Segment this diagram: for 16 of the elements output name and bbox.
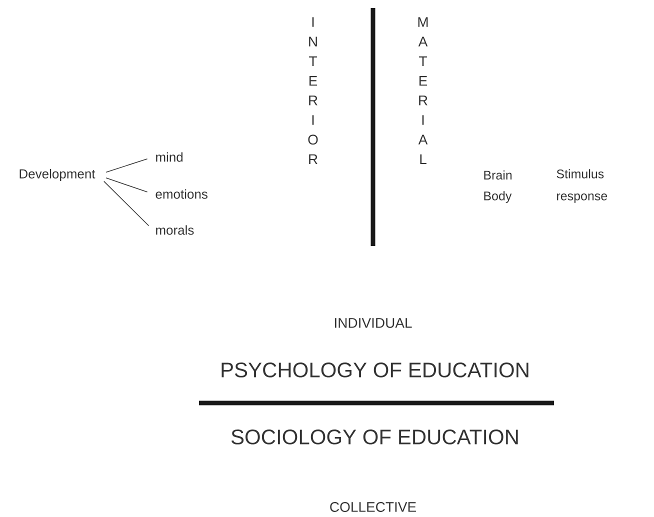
- side-label: Brain: [484, 170, 512, 180]
- branch-label: mind: [156, 152, 183, 162]
- vertical-label: INTERIOR: [308, 17, 318, 164]
- connector-line: [104, 180, 150, 226]
- axis-label: INDIVIDUAL: [335, 318, 412, 328]
- branch-label: emotions: [156, 189, 208, 199]
- branch-label: morals: [156, 225, 194, 235]
- side-label: Stimulus response: [556, 169, 608, 203]
- side-label: Body: [484, 191, 512, 203]
- axis-label: COLLECTIVE: [330, 502, 416, 512]
- heading: SOCIOLOGY OF EDUCATION: [231, 430, 518, 444]
- vertical-label: MATERIAL: [418, 17, 428, 164]
- connector-line: [106, 158, 148, 173]
- connector-line: [106, 178, 148, 192]
- heading: PSYCHOLOGY OF EDUCATION: [222, 362, 528, 378]
- node-label: Development: [20, 168, 96, 182]
